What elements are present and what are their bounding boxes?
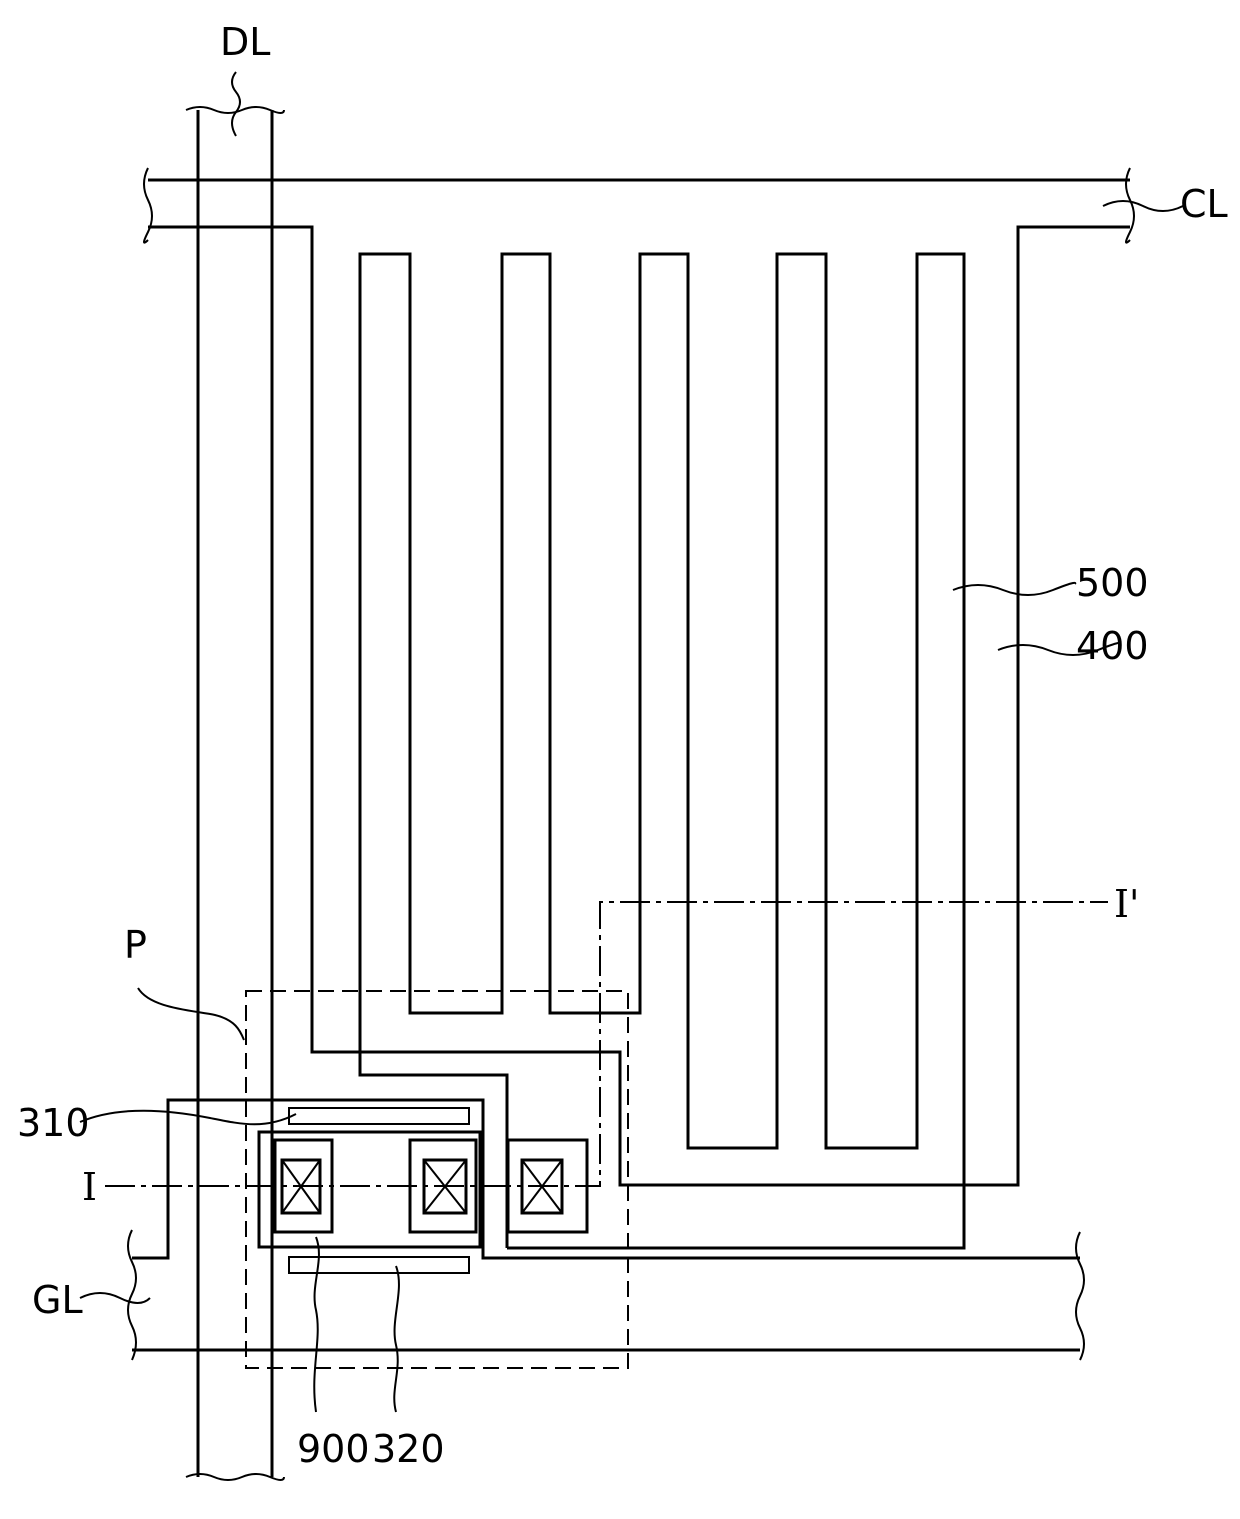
label-dl: DL (220, 20, 270, 64)
label-cl: CL (1180, 182, 1228, 226)
label-900: 900 (297, 1427, 370, 1471)
section-line (105, 902, 1108, 1186)
label-320: 320 (372, 1427, 445, 1471)
label-500: 500 (1076, 561, 1149, 605)
label-400: 400 (1076, 624, 1149, 668)
label-gl: GL (32, 1278, 83, 1322)
channel-strip-310 (289, 1108, 469, 1124)
label-p: P (124, 923, 147, 967)
data-line (186, 72, 284, 1480)
label-section-start: I (82, 1165, 97, 1209)
channel-strip-320 (289, 1257, 469, 1273)
label-section-end: I' (1114, 882, 1139, 926)
label-310: 310 (17, 1101, 90, 1145)
region-p-outline (246, 991, 628, 1368)
common-line (144, 168, 1183, 1185)
